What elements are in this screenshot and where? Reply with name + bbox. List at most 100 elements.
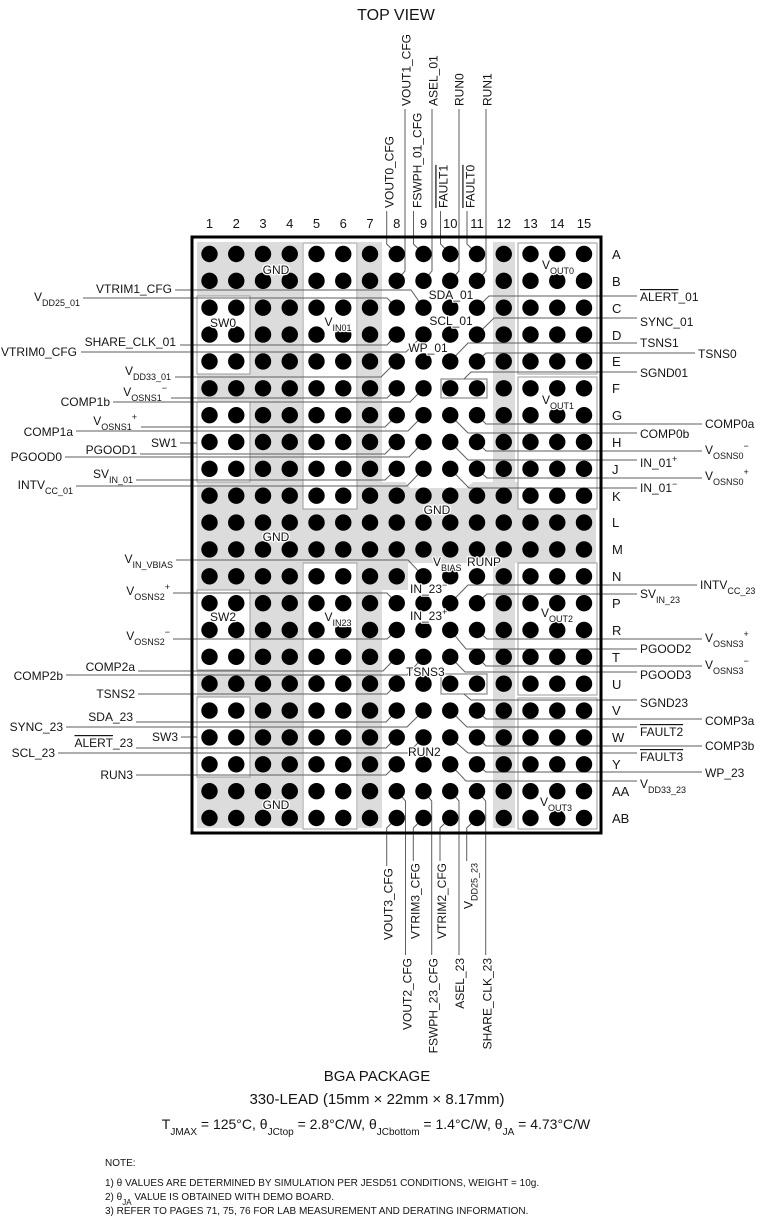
vbias-label: VBIAS <box>433 555 462 573</box>
row-letter: V <box>612 703 621 718</box>
row-letter: W <box>612 730 625 745</box>
pin-label-sync-01: SYNC_01 <box>640 315 694 329</box>
gnd-label: GND <box>263 530 290 544</box>
pin-label-fault3: FAULT3 <box>640 750 683 764</box>
pin-label-comp3a: COMP3a <box>705 714 755 728</box>
pin-label-vdd25-01: VDD25_01 <box>34 290 80 308</box>
pin-label-tsns0: TSNS0 <box>698 347 737 361</box>
ball-row-d <box>201 326 593 343</box>
pin-label-vtrim2-cfg: VTRIM2_CFG <box>435 863 449 939</box>
row-letter: J <box>612 462 619 477</box>
row-letter: Y <box>612 757 621 772</box>
row-letter: K <box>612 489 621 504</box>
vout1-label: VOUT1 <box>542 393 574 411</box>
pin-label-comp3b: COMP3b <box>705 739 755 753</box>
pin-label-comp1b: COMP1b <box>61 395 111 409</box>
tsns3-label: TSNS3 <box>406 665 445 679</box>
pin-label-asel-23: ASEL_23 <box>453 958 467 1009</box>
notes-heading: NOTE: <box>105 1158 136 1169</box>
ball-row-u <box>201 675 593 692</box>
pin-label-vout2-cfg: VOUT2_CFG <box>400 958 414 1030</box>
notes: NOTE: 1) θ VALUES ARE DETERMINED BY SIMU… <box>105 1158 539 1217</box>
ball-row-r <box>201 621 593 639</box>
center-notch-upper <box>404 481 474 488</box>
pin-label-vdd25-23: VDD25_23 <box>461 863 479 909</box>
pin-label-sw3: SW3 <box>152 730 178 744</box>
leader-line <box>449 584 697 604</box>
column-number: 7 <box>366 216 373 231</box>
pin-label-vtrim1-cfg: VTRIM1_CFG <box>96 282 172 296</box>
bottom-pin-labels: VOUT3_CFG VOUT2_CFG VTRIM3_CFG FSWPH_23_… <box>381 863 494 1053</box>
pin-label-scl-23: SCL_23 <box>12 746 56 760</box>
pin-label-vosns0-plus: VOSNS0+ <box>705 467 749 487</box>
pin-label-tsns2: TSNS2 <box>96 687 135 701</box>
pin-label-pgood1: PGOOD1 <box>86 443 138 457</box>
pin-label-comp0a: COMP0a <box>705 417 755 431</box>
pin-label-alert-01: ALERT_01 <box>640 290 699 304</box>
pin-label-vosns3-plus: VOSNS3+ <box>705 629 749 649</box>
pin-label-vosns1-plus: VOSNS1+ <box>93 412 137 432</box>
pin-label-sgnd01: SGND01 <box>640 366 688 380</box>
ball-row-v <box>201 702 593 719</box>
row-letter: M <box>612 542 623 557</box>
row-letter: F <box>612 381 620 396</box>
row-letter: U <box>612 677 621 692</box>
note-item: 3) REFER TO PAGES 71, 75, 76 FOR LAB MEA… <box>105 1206 528 1217</box>
pin-label-fault1: FAULT1 <box>436 165 450 208</box>
wp-01-label: WP_01 <box>408 341 448 355</box>
column-number: 5 <box>313 216 320 231</box>
column-number: 15 <box>577 216 591 231</box>
pin-label-alert-23: ALERT_23 <box>75 736 134 750</box>
row-letter: H <box>612 435 621 450</box>
package-name: BGA PACKAGE <box>324 1068 430 1085</box>
ball-row-w <box>201 729 593 746</box>
pin-label-in-01-minus: IN_01− <box>640 479 677 495</box>
thermal-specs: TJMAX = 125°C, θJCtop = 2.8°C/W, θJCbott… <box>162 1116 591 1138</box>
ball-row-n <box>201 568 593 585</box>
pin-label-vdd33-01: VDD33_01 <box>125 364 171 382</box>
run2-label: RUN2 <box>408 745 441 759</box>
pin-label-comp2a: COMP2a <box>86 660 136 674</box>
column-number: 4 <box>286 216 293 231</box>
pin-label-share-clk-01: SHARE_CLK_01 <box>85 335 177 349</box>
pin-label-pgood2: PGOOD2 <box>640 642 692 656</box>
scl-01-label: SCL_01 <box>429 314 473 328</box>
pin-label-run3: RUN3 <box>100 768 133 782</box>
column-number: 3 <box>259 216 266 231</box>
ball-row-k <box>201 487 593 504</box>
column-number: 14 <box>550 216 564 231</box>
pin-label-pgood3: PGOOD3 <box>640 668 692 682</box>
pin-label-fault2: FAULT2 <box>640 725 683 739</box>
vin01-label: VIN01 <box>324 315 351 333</box>
pin-label-intvcc-23: INTVCC_23 <box>700 578 755 596</box>
row-letter: R <box>612 623 621 638</box>
ball-row-p <box>201 594 593 612</box>
package-outline <box>190 235 603 835</box>
ball-row-t <box>201 648 593 666</box>
ball-row-l <box>201 514 593 531</box>
pin-label-vtrim0-cfg: VTRIM0_CFG <box>1 345 77 359</box>
pin-label-vout3-cfg: VOUT3_CFG <box>381 868 395 940</box>
pin-label-run0: RUN0 <box>452 73 466 106</box>
ball-row-aa <box>201 782 593 800</box>
pin-label-asel-01: ASEL_01 <box>426 55 440 106</box>
pin-label-svin-01: SVIN_01 <box>93 467 133 485</box>
row-letter: AB <box>612 811 629 826</box>
pin-label-vosns1-minus: VOSNS1− <box>123 383 167 403</box>
ball-row-f <box>201 380 593 397</box>
pin-label-vout1-cfg: VOUT1_CFG <box>399 34 413 106</box>
pin-label-wp-23: WP_23 <box>705 766 745 780</box>
pin-label-run1: RUN1 <box>480 73 494 106</box>
ball-row-b <box>201 272 593 290</box>
gnd-label: GND <box>263 798 290 812</box>
pin-label-vdd33-23: VDD33_23 <box>640 777 686 795</box>
pin-label-vtrim3-cfg: VTRIM3_CFG <box>408 863 422 939</box>
row-letter: B <box>612 274 621 289</box>
leader-line <box>449 441 637 461</box>
pin-label-vin-vbias: VIN_VBIAS <box>124 552 173 570</box>
in-23-minus-label: IN_23− <box>410 580 447 596</box>
row-letter: G <box>612 408 622 423</box>
pin-label-sgnd23: SGND23 <box>640 696 688 710</box>
note-item: 2) θJA VALUE IS OBTAINED WITH DEMO BOARD… <box>105 1192 334 1207</box>
leader-line <box>463 371 637 380</box>
